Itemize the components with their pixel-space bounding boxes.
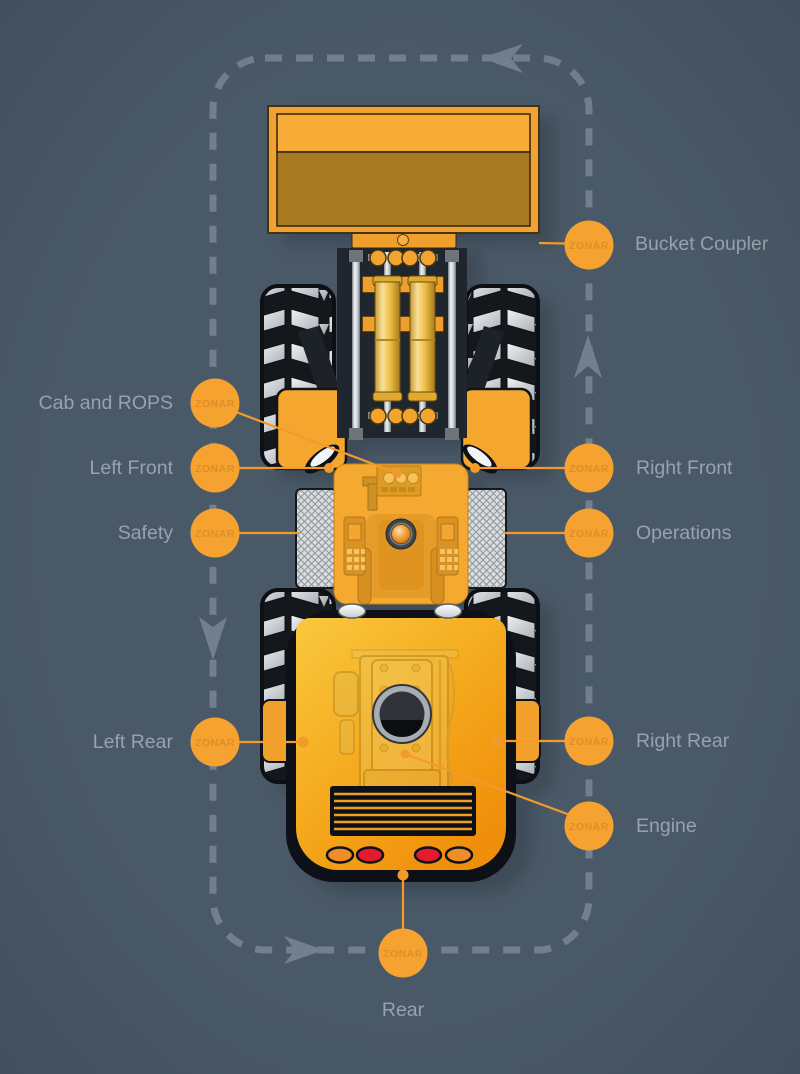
vignette-overlay (0, 0, 800, 1074)
inspection-diagram: ZONAR ZONAR ZONAR ZONAR ZONAR ZONAR ZONA… (0, 0, 800, 1074)
diagram-canvas: ZONAR ZONAR ZONAR ZONAR ZONAR ZONAR ZONA… (0, 0, 800, 1074)
